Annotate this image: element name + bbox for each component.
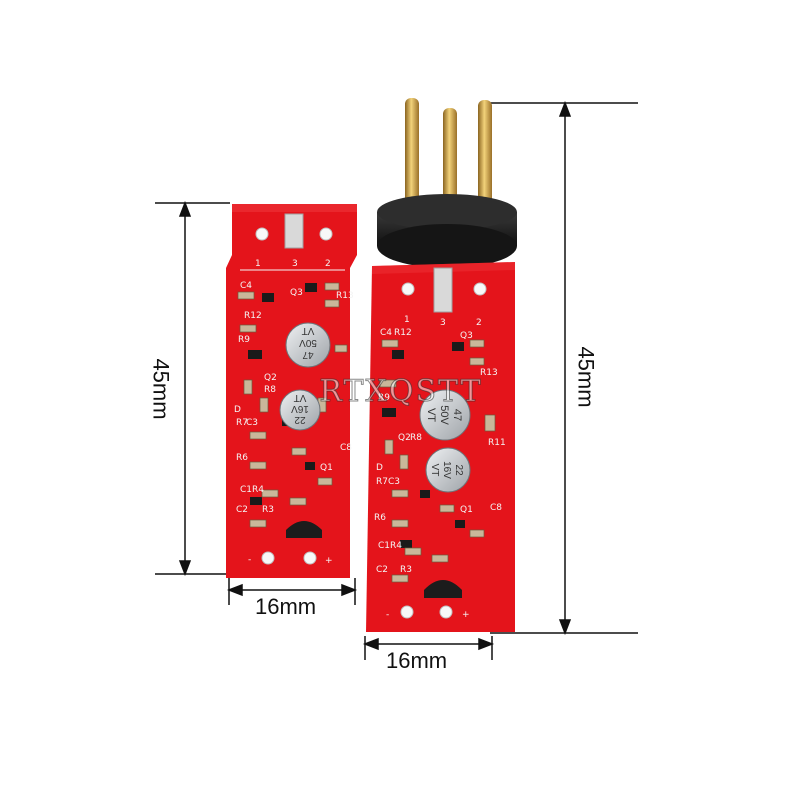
svg-text:Q1: Q1	[320, 463, 333, 473]
left-capacitor-22uf: 22 16V VT	[279, 389, 321, 431]
pin-label-2: 2	[325, 259, 331, 269]
right-terminal-minus: -	[386, 610, 389, 620]
svg-text:R8: R8	[410, 433, 422, 443]
svg-text:R7: R7	[376, 477, 388, 487]
svg-text:R11: R11	[488, 438, 506, 448]
svg-text:C8: C8	[490, 503, 502, 513]
right-height-dimension: 45mm	[573, 346, 599, 408]
svg-text:VT: VT	[302, 325, 315, 336]
svg-text:D: D	[376, 463, 383, 473]
right-capacitor-22uf: 22 16V VT	[425, 447, 471, 493]
svg-text:R6: R6	[236, 453, 248, 463]
svg-text:R8: R8	[264, 385, 276, 395]
svg-text:50V: 50V	[438, 405, 450, 425]
svg-text:16V: 16V	[291, 403, 309, 414]
svg-text:16V: 16V	[441, 461, 452, 479]
svg-text:C4: C4	[380, 328, 392, 338]
left-pcb-board: 1 3 2	[226, 204, 357, 578]
svg-text:Q3: Q3	[460, 331, 473, 341]
dimension-lines	[155, 100, 638, 660]
svg-text:22: 22	[294, 414, 306, 425]
right-pcb-board: 1 3 2	[366, 98, 517, 632]
left-width-dimension: 16mm	[255, 594, 317, 619]
svg-text:R9: R9	[238, 335, 250, 345]
svg-text:D: D	[234, 405, 241, 415]
svg-text:R12: R12	[394, 328, 412, 338]
svg-text:R12: R12	[244, 311, 262, 321]
pin-label-3: 3	[292, 259, 298, 269]
svg-text:VT: VT	[429, 464, 440, 477]
svg-text:47: 47	[302, 349, 314, 360]
svg-text:C1: C1	[378, 541, 390, 551]
svg-text:C3: C3	[246, 418, 258, 428]
svg-text:R13: R13	[480, 368, 498, 378]
svg-text:R3: R3	[400, 565, 412, 575]
pin-label-1: 1	[255, 259, 261, 269]
svg-text:Q2: Q2	[398, 433, 411, 443]
svg-text:VT: VT	[294, 392, 307, 403]
right-width-dimension: 16mm	[386, 648, 448, 673]
svg-text:C3: C3	[388, 477, 400, 487]
svg-text:R13: R13	[336, 291, 354, 301]
svg-text:Q1: Q1	[460, 505, 473, 515]
svg-text:R6: R6	[374, 513, 386, 523]
svg-text:R4: R4	[252, 485, 264, 495]
pin-label-2-right: 2	[476, 318, 482, 328]
svg-text:47: 47	[451, 409, 463, 421]
svg-text:R3: R3	[262, 505, 274, 515]
left-terminal-plus: +	[325, 556, 333, 566]
svg-text:R4: R4	[390, 541, 402, 551]
pin-label-1-right: 1	[404, 315, 410, 325]
pin-label-3-right: 3	[440, 318, 446, 328]
xlr-connector-insert	[377, 194, 517, 268]
svg-text:Q2: Q2	[264, 373, 277, 383]
watermark-logo: RTXQSTT	[319, 374, 483, 410]
svg-text:C2: C2	[236, 505, 248, 515]
svg-text:C1: C1	[240, 485, 252, 495]
svg-text:R9: R9	[378, 393, 390, 403]
right-capacitor-47uf: 47 50V VT	[419, 389, 471, 441]
left-terminal-minus: -	[248, 555, 251, 565]
svg-text:C2: C2	[376, 565, 388, 575]
svg-text:R7: R7	[236, 418, 248, 428]
left-capacitor-47uf: 47 50V VT	[285, 322, 331, 368]
svg-text:C8: C8	[340, 443, 352, 453]
svg-text:C4: C4	[240, 281, 252, 291]
right-terminal-plus: +	[462, 610, 470, 620]
svg-text:22: 22	[453, 464, 464, 476]
left-height-dimension: 45mm	[148, 358, 174, 420]
svg-text:50V: 50V	[299, 337, 317, 348]
svg-text:VT: VT	[425, 408, 437, 422]
svg-text:Q3: Q3	[290, 288, 303, 298]
